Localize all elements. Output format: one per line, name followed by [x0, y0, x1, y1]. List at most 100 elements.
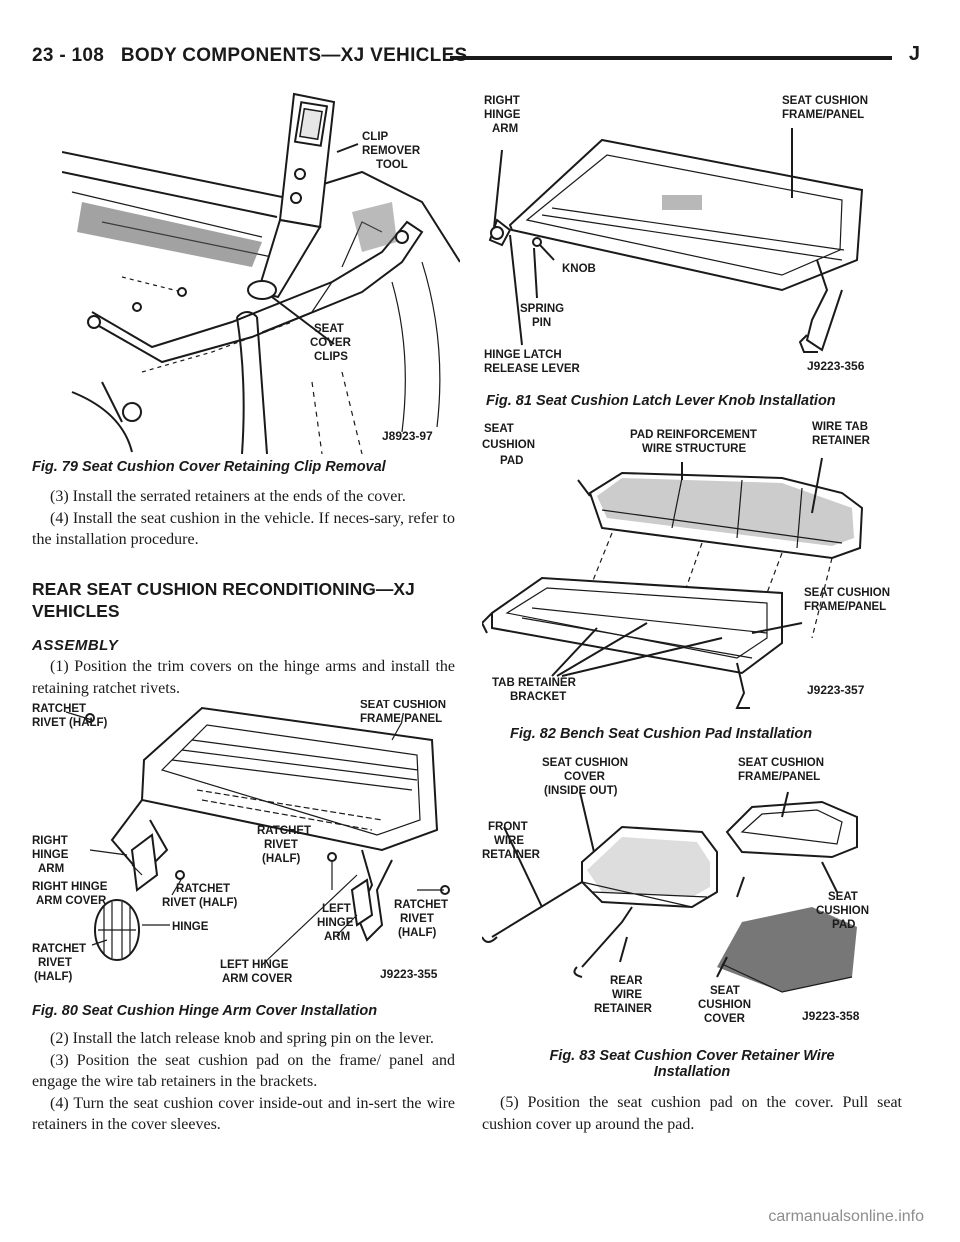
callout-pad: PAD [832, 919, 855, 931]
page-number-and-title: 23 - 108 BODY COMPONENTS—XJ VEHICLES [32, 45, 468, 66]
callout-hinge-latch: HINGE LATCH [484, 349, 562, 361]
callout-front: FRONT [488, 821, 528, 833]
callout-right-hinge: RIGHT HINGE [32, 881, 108, 893]
callout-pad-reinforcement: PAD REINFORCEMENT [630, 429, 757, 441]
watermark: carmanualsonline.info [768, 1208, 924, 1225]
assembly-steps-2-4: (2) Install the latch release knob and s… [32, 1028, 455, 1136]
callout-ratchet-4: RATCHET [32, 943, 86, 955]
figure-code: J9223-358 [802, 1009, 860, 1023]
callout-clip: CLIP [362, 131, 389, 143]
figure-81-caption: Fig. 81 Seat Cushion Latch Lever Knob In… [486, 393, 836, 409]
callout-frame-panel: FRAME/PANEL [804, 601, 886, 613]
edition-mark: J [908, 43, 920, 65]
figure-80-illustration: RATCHET RIVET (HALF) SEAT CUSHION FRAME/… [32, 700, 455, 998]
page-header: 23 - 108 BODY COMPONENTS—XJ VEHICLES J [32, 40, 932, 74]
callout-frame-panel: FRAME/PANEL [738, 771, 820, 783]
callout-retainer-1: RETAINER [482, 849, 541, 861]
callout-cushion-2: CUSHION [698, 999, 751, 1011]
callout-cushion: CUSHION [482, 439, 535, 451]
figure-79-illustration: CLIP REMOVER TOOL SEAT COVER CLIPS J8923… [62, 82, 460, 454]
callout-pin: PIN [532, 317, 551, 329]
callout-tool: TOOL [376, 159, 408, 171]
figure-code: J9223-355 [380, 967, 438, 981]
callout-hinge-label: HINGE [172, 921, 209, 933]
callout-wire-tab: WIRE TAB [812, 421, 868, 433]
callout-remover: REMOVER [362, 145, 421, 157]
callout-half-5: (HALF) [398, 927, 436, 939]
callout-left-arm: ARM [324, 931, 350, 943]
callout-knob: KNOB [562, 263, 596, 275]
callout-retainer: RETAINER [812, 435, 871, 447]
section-heading-line-1: REAR SEAT CUSHION RECONDITIONING—XJ [32, 579, 415, 599]
callout-wire-1: WIRE [494, 835, 524, 847]
assembly-step-1-text: (1) Position the trim covers on the hing… [32, 658, 455, 697]
assembly-step-1: (1) Position the trim covers on the hing… [32, 656, 455, 699]
section-heading: REAR SEAT CUSHION RECONDITIONING—XJ VEHI… [32, 578, 455, 622]
callout-hinge: HINGE [32, 849, 69, 861]
section-heading-line-2: VEHICLES [32, 601, 120, 621]
callout-retainer-2: RETAINER [594, 1003, 653, 1015]
callout-tab-retainer: TAB RETAINER [492, 677, 577, 689]
callout-ratchet-5: RATCHET [394, 899, 448, 911]
callout-seat-cushion-1: SEAT CUSHION [542, 757, 628, 769]
figure-code: J9223-357 [807, 683, 865, 697]
callout-spring: SPRING [520, 303, 564, 315]
callout-half-4: (HALF) [34, 971, 72, 983]
figure-83-caption: Fig. 83 Seat Cushion Cover Retainer Wire… [482, 1048, 902, 1080]
callout-pad: PAD [500, 455, 523, 467]
assembly-step-3-text: (3) Position the seat cushion pad on the… [32, 1051, 455, 1091]
header-rule [450, 56, 892, 60]
callout-ratchet-3: RATCHET [257, 825, 311, 837]
callout-arm: ARM [38, 863, 64, 875]
assembly-step-4-text: (4) Turn the seat cushion cover inside-o… [32, 1094, 455, 1134]
step-3-text: (3) Install the serrated retainers at th… [50, 488, 406, 505]
callout-left: LEFT [322, 903, 351, 915]
assembly-step-5: (5) Position the seat cushion pad on the… [482, 1092, 902, 1135]
callout-arm: ARM [492, 123, 518, 135]
callout-rivet-4: RIVET [38, 957, 72, 969]
assembly-step-2-text: (2) Install the latch release knob and s… [50, 1030, 434, 1047]
assembly-step-5-text: (5) Position the seat cushion pad on the… [482, 1094, 902, 1133]
callout-cover: COVER [310, 337, 352, 349]
callout-clips: CLIPS [314, 351, 348, 363]
callout-cushion-1: CUSHION [816, 905, 869, 917]
figure-79-caption: Fig. 79 Seat Cushion Cover Retaining Cli… [32, 459, 386, 475]
callout-rivet-5: RIVET [400, 913, 434, 925]
callout-cover-2: COVER [704, 1013, 746, 1025]
figure-83-caption-line-2: Installation [653, 1064, 731, 1080]
callout-rear: REAR [610, 975, 643, 987]
callout-ratchet-1: RATCHET [32, 703, 86, 715]
callout-left-hinge: HINGE [317, 917, 354, 929]
callout-inside-out: (INSIDE OUT) [544, 785, 618, 797]
callout-seat-1: SEAT [828, 891, 858, 903]
callout-bracket: BRACKET [510, 691, 566, 703]
figure-83-caption-line-1: Fig. 83 Seat Cushion Cover Retainer Wire [549, 1048, 835, 1064]
callout-ratchet-2: RATCHET [176, 883, 230, 895]
callout-seat-cushion: SEAT CUSHION [782, 95, 868, 107]
figure-code: J9223-356 [807, 359, 865, 373]
callout-half-3: (HALF) [262, 853, 300, 865]
step-4-text: (4) Install the seat cushion in the vehi… [32, 509, 455, 549]
callout-rivet-half-1: RIVET (HALF) [32, 717, 108, 729]
callout-right: RIGHT [32, 835, 68, 847]
figure-81-illustration: RIGHT HINGE ARM SEAT CUSHION FRAME/PANEL… [482, 90, 902, 390]
callout-seat-cushion: SEAT CUSHION [360, 700, 446, 711]
callout-seat-2: SEAT [710, 985, 740, 997]
callout-seat-cushion: SEAT CUSHION [804, 587, 890, 599]
subheading-assembly: ASSEMBLY [32, 637, 119, 654]
callout-seat: SEAT [484, 423, 514, 435]
figure-code: J8923-97 [382, 429, 433, 443]
callout-rivet-3: RIVET [264, 839, 298, 851]
callout-rivet-half-2: RIVET (HALF) [162, 897, 238, 909]
callout-left-hinge-2: LEFT HINGE [220, 959, 289, 971]
figure-80-caption: Fig. 80 Seat Cushion Hinge Arm Cover Ins… [32, 1003, 378, 1019]
callout-right: RIGHT [484, 95, 520, 107]
callout-release-lever: RELEASE LEVER [484, 363, 581, 375]
figure-82-caption: Fig. 82 Bench Seat Cushion Pad Installat… [510, 726, 813, 742]
callout-wire-2: WIRE [612, 989, 642, 1001]
figure-82-illustration: SEAT CUSHION PAD PAD REINFORCEMENT WIRE … [482, 418, 902, 718]
callout-cover: COVER [564, 771, 606, 783]
callout-wire-structure: WIRE STRUCTURE [642, 443, 746, 455]
figure-83-illustration: SEAT CUSHION COVER (INSIDE OUT) SEAT CUS… [482, 752, 902, 1034]
callout-hinge: HINGE [484, 109, 521, 121]
